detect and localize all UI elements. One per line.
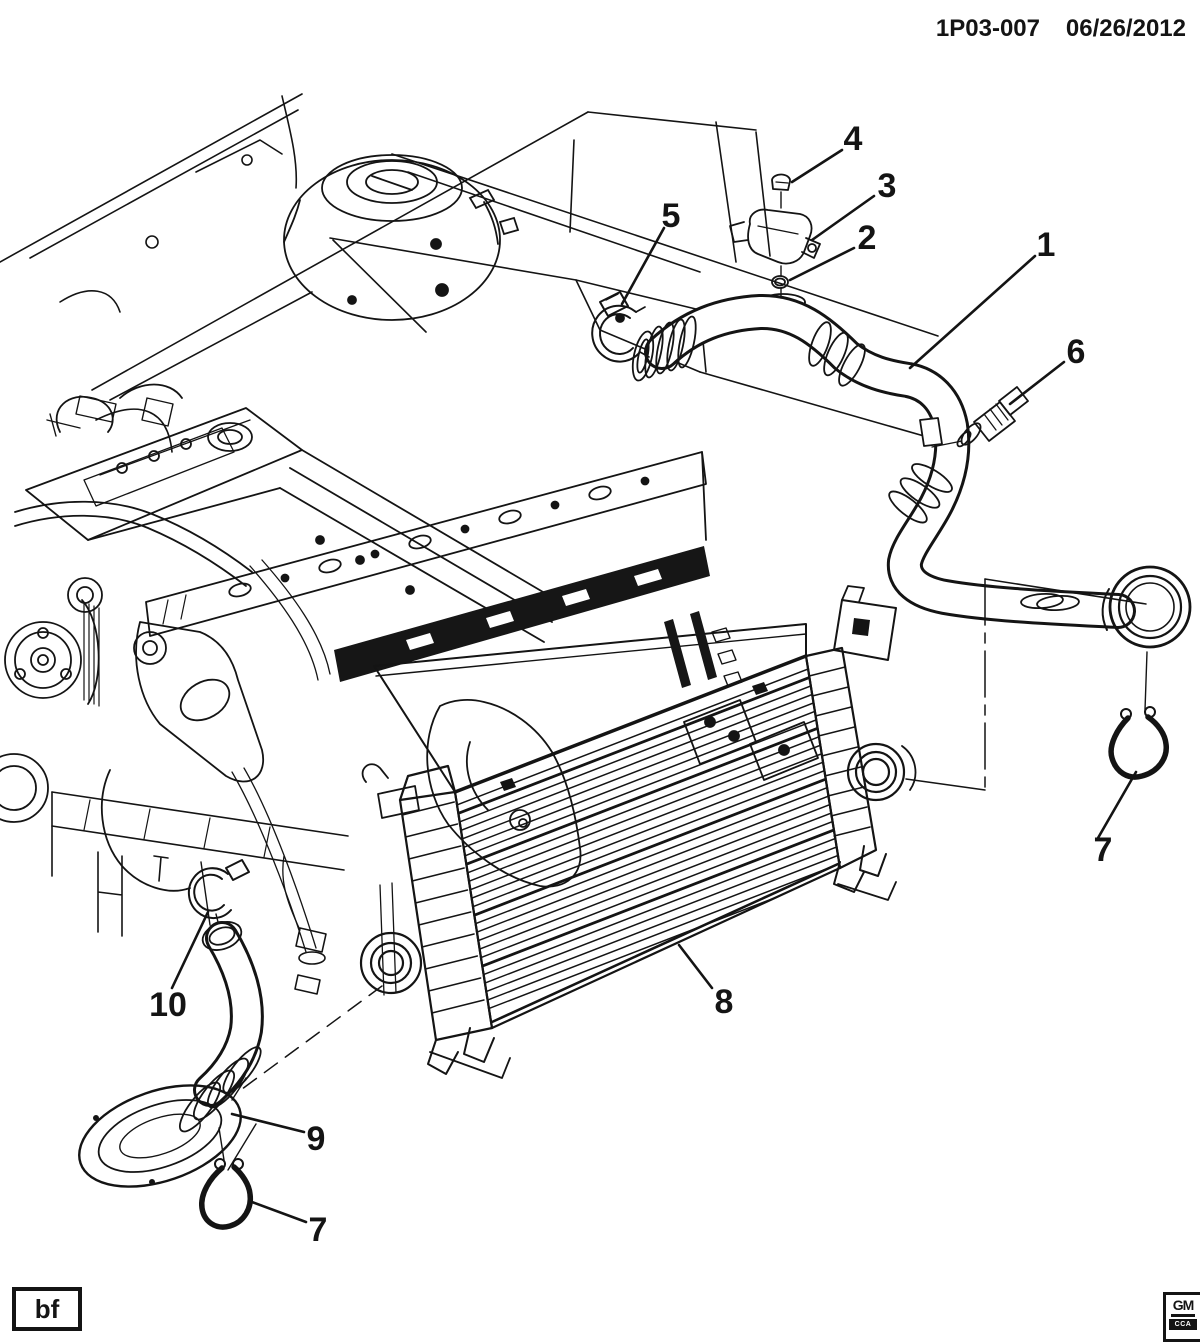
page-code: bf bbox=[34, 1293, 60, 1324]
callout-4-label: 4 bbox=[844, 120, 863, 158]
callout-8-leader bbox=[677, 943, 714, 990]
callout-7-bottom-leader bbox=[250, 1200, 308, 1224]
hose-1-bracket-line bbox=[905, 578, 1147, 791]
clamp-10 bbox=[187, 859, 250, 935]
upper-hose bbox=[631, 293, 1192, 649]
frame-rail bbox=[51, 767, 397, 996]
leader-lines bbox=[170, 148, 1147, 1224]
gm-logo-bar bbox=[1171, 1314, 1195, 1317]
callout-9-label: 9 bbox=[307, 1120, 326, 1158]
callout-5-label: 5 bbox=[662, 197, 681, 235]
gm-logo-sub: CCA bbox=[1169, 1319, 1197, 1330]
callout-2-leader bbox=[788, 246, 856, 282]
hose-end-ring bbox=[1101, 565, 1192, 649]
gm-logo-text: GM bbox=[1172, 1297, 1195, 1313]
callout-7-right-leader bbox=[1096, 770, 1138, 840]
callout-1-label: 1 bbox=[1037, 226, 1056, 264]
callout-10-label: 10 bbox=[149, 986, 187, 1024]
callout-8-label: 8 bbox=[715, 983, 734, 1021]
drawing-date: 06/26/2012 bbox=[1066, 15, 1186, 42]
left-tank-ribs bbox=[401, 801, 485, 1014]
callout-3-label: 3 bbox=[878, 167, 897, 205]
body-structure-lines bbox=[0, 93, 939, 453]
callout-9-leader bbox=[230, 1112, 306, 1134]
callout-4-leader bbox=[790, 148, 844, 184]
page-code-box: bf bbox=[12, 1287, 82, 1331]
retaining-clips bbox=[199, 651, 1169, 1230]
header: 1P03-007 06/26/2012 bbox=[936, 15, 1186, 42]
seal-ring-2 bbox=[771, 275, 789, 289]
lower-duct bbox=[78, 861, 264, 1188]
callout-7-bottom-label: 7 bbox=[309, 1211, 328, 1249]
callout-6-label: 6 bbox=[1067, 333, 1086, 371]
callout-7-right-label: 7 bbox=[1094, 831, 1113, 869]
right-tank-ribs bbox=[808, 666, 871, 837]
callout-5-leader bbox=[620, 226, 666, 306]
intercooler bbox=[359, 585, 917, 1079]
drawing-number: 1P03-007 bbox=[936, 15, 1040, 42]
callout-6-leader bbox=[1008, 360, 1066, 406]
screw-4 bbox=[771, 173, 791, 191]
clamp-5 bbox=[591, 291, 650, 363]
callout-2-label: 2 bbox=[858, 219, 877, 257]
sensor-stack bbox=[729, 173, 821, 299]
clip-7-right bbox=[1108, 714, 1169, 780]
duct-9-alignment-line bbox=[237, 985, 383, 1093]
callout-1-leader bbox=[908, 254, 1037, 370]
intercooler-core-fins bbox=[455, 656, 840, 1028]
radiator-support bbox=[145, 451, 819, 793]
callout-3-leader bbox=[810, 194, 876, 242]
clip-7-bottom bbox=[199, 1164, 254, 1230]
sensor-6 bbox=[931, 386, 1029, 448]
map-sensor-3 bbox=[747, 208, 813, 265]
callout-labels: 1 2 3 4 5 6 7 8 9 7 10 bbox=[149, 120, 1112, 1249]
callout-10-leader bbox=[170, 910, 210, 990]
gm-logo: GM CCA bbox=[1163, 1292, 1200, 1342]
